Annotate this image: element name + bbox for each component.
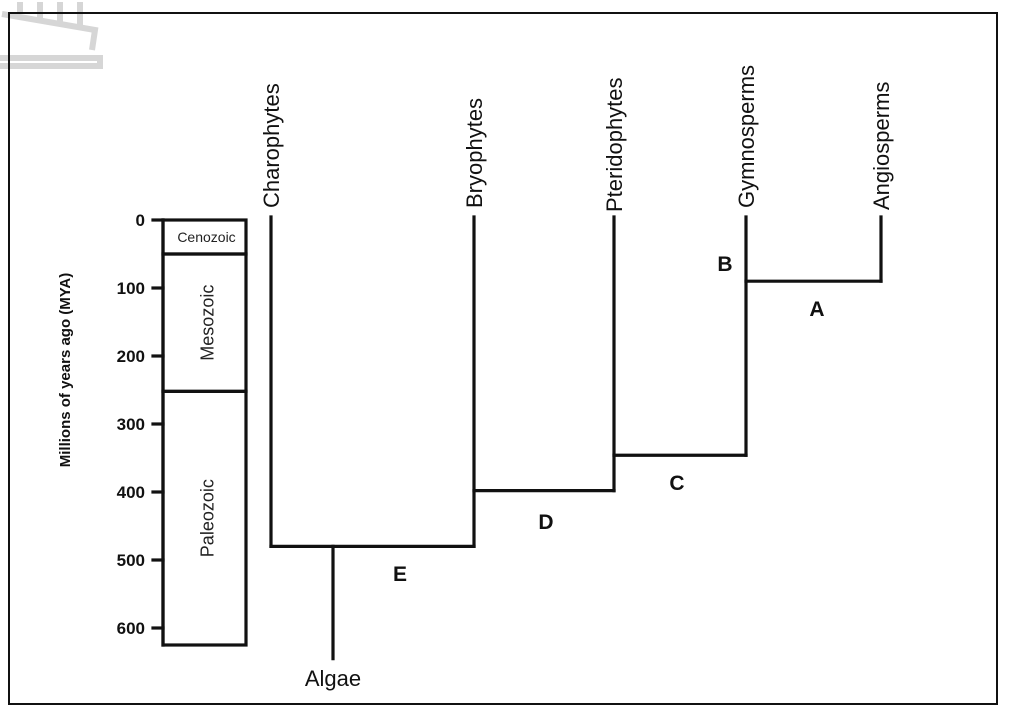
taxon-label: Pteridophytes [602, 77, 627, 212]
y-tick-label: 400 [117, 483, 145, 502]
diagram-frame [8, 12, 998, 705]
node-label-a: A [809, 298, 824, 321]
watermark-logo-icon [0, 2, 103, 69]
y-tick-label: 600 [117, 619, 145, 638]
taxon-label: Charophytes [259, 83, 284, 208]
era-label: Paleozoic [198, 479, 218, 557]
y-tick-label: 500 [117, 551, 145, 570]
node-label-d: D [538, 511, 553, 534]
era-box [161, 389, 248, 647]
node-label-b: B [717, 253, 732, 276]
node-label-e: E [393, 563, 407, 586]
node-label-c: C [669, 472, 684, 495]
taxon-label: Gymnosperms [734, 65, 759, 208]
y-tick-label: 300 [117, 415, 145, 434]
y-tick-label: 0 [136, 211, 145, 230]
root-label: Algae [305, 666, 361, 691]
y-tick-label: 200 [117, 347, 145, 366]
era-label: Mesozoic [198, 285, 218, 361]
taxon-label: Angiosperms [869, 82, 894, 210]
y-axis-title: Millions of years ago (MYA) [57, 273, 74, 467]
y-tick-label: 100 [117, 279, 145, 298]
era-label: Cenozoic [177, 229, 235, 245]
taxon-label: Bryophytes [462, 98, 487, 208]
